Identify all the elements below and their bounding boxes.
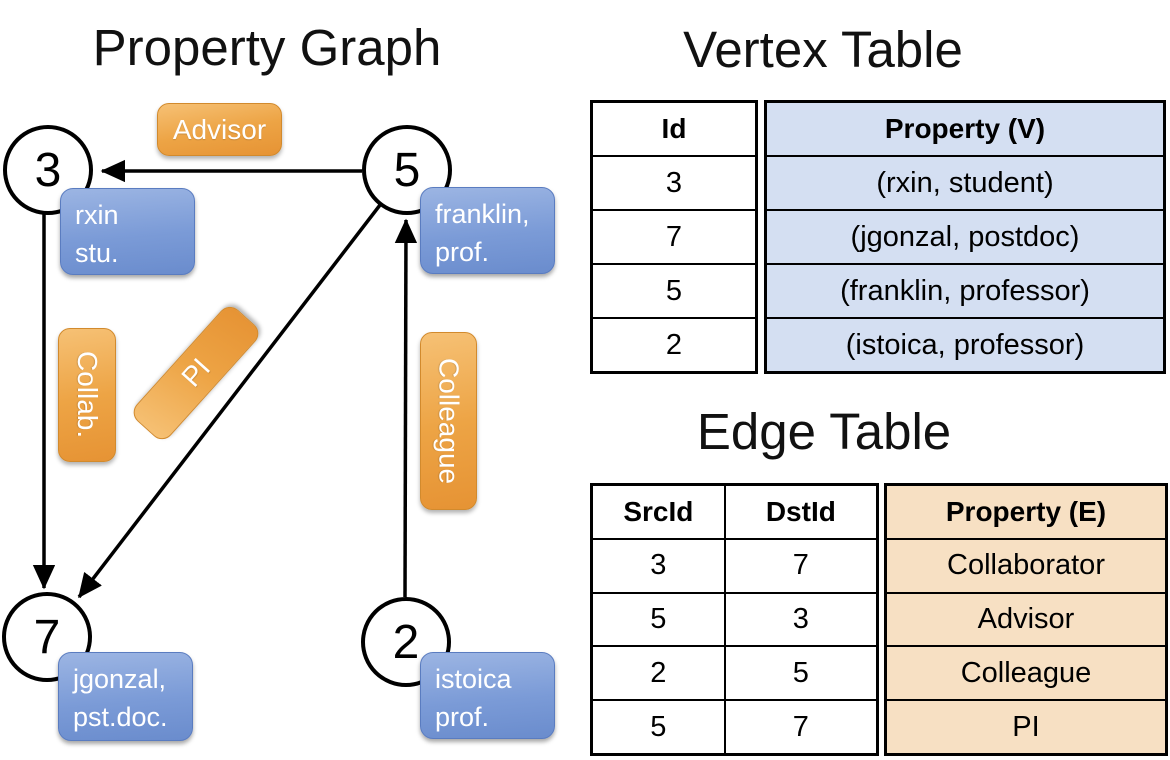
vertex-table-id-cell-0: 3 — [593, 157, 755, 209]
edge-table-dstid-cell-0: 7 — [725, 539, 876, 592]
edge-table-property-cell-0: Collaborator — [887, 539, 1165, 592]
edge-table-property-cell-1: Advisor — [887, 593, 1165, 646]
vertex-property-box-5: franklin, prof. — [420, 187, 555, 274]
vertex-property-box-2: istoica prof. — [420, 652, 555, 739]
edge-table-property-cell-3: PI — [887, 701, 1165, 753]
edge-table-srcid-cell-3: 5 — [593, 701, 724, 753]
vertex-property-box-3: rxin stu. — [60, 188, 195, 275]
edge-table-srcid-cell-0: 3 — [593, 539, 724, 592]
edge-table-dstid-cell-1: 3 — [725, 593, 876, 646]
vertex-property-box-3-line2: stu. — [75, 238, 119, 269]
vertex-property-box-5-line1: franklin, — [435, 199, 530, 229]
vertex-property-box-5-line2: prof. — [435, 237, 490, 268]
edge-label-colleague: Colleague — [420, 332, 477, 510]
edge-label-advisor-text: Advisor — [172, 113, 267, 145]
edge-label-collab: Collab. — [58, 328, 116, 462]
vertex-node-5-label: 5 — [393, 143, 421, 197]
edge-label-colleague-text: Colleague — [433, 357, 465, 485]
vertex-table-id-cell-3: 2 — [593, 319, 755, 371]
vertex-property-box-2-line2: prof. — [435, 702, 490, 733]
vertex-table-title: Vertex Table — [683, 21, 963, 78]
vertex-table-property-cell-0: (rxin, student) — [767, 157, 1163, 209]
vertex-table-property-cell-3: (istoica, professor) — [767, 319, 1163, 371]
edge-table-title: Edge Table — [696, 403, 952, 460]
edge-table-srcid-cell-2: 2 — [593, 647, 724, 700]
vertex-property-box-7-line2: pst.doc. — [73, 702, 168, 733]
vertex-node-2-label: 2 — [392, 615, 420, 669]
edge-label-pi-text: PI — [175, 352, 217, 393]
vertex-table-property-cell-2: (franklin, professor) — [767, 265, 1163, 317]
edge-table-dstid-cell-3: 7 — [725, 701, 876, 753]
edge-table-id-columns: SrcId DstId 3 7 5 3 2 5 5 7 — [590, 483, 879, 756]
vertex-table-id-cell-2: 5 — [593, 265, 755, 317]
vertex-property-box-7-line1: jgonzal, — [73, 664, 167, 694]
property-graph-title: Property Graph — [92, 19, 442, 76]
edge-table-dstid-header: DstId — [725, 486, 876, 538]
vertex-table-property-cell-1: (jgonzal, postdoc) — [767, 211, 1163, 263]
vertex-node-3-label: 3 — [34, 143, 62, 197]
vertex-node-5: 5 — [362, 125, 452, 215]
vertex-property-box-2-line1: istoica — [435, 664, 512, 694]
edge-table-property-header: Property (E) — [887, 486, 1165, 538]
vertex-property-box-3-line1: rxin — [75, 200, 119, 230]
vertex-table-id-column: Id 3 7 5 2 — [590, 100, 758, 374]
graph-edge-2-to-5 — [394, 218, 418, 598]
edge-label-pi: PI — [128, 301, 264, 445]
vertex-table-property-column: Property (V) (rxin, student) (jgonzal, p… — [764, 100, 1166, 374]
edge-table-property-column: Property (E) Collaborator Advisor Collea… — [884, 483, 1168, 756]
vertex-node-7-label: 7 — [33, 610, 61, 664]
edge-table-dstid-cell-2: 5 — [725, 647, 876, 700]
edge-table-srcid-cell-1: 5 — [593, 593, 724, 646]
vertex-table-id-header: Id — [593, 103, 755, 155]
vertex-table-property-header: Property (V) — [767, 103, 1163, 155]
edge-table-property-cell-2: Colleague — [887, 647, 1165, 700]
vertex-node-3: 3 — [3, 125, 93, 215]
edge-table-srcid-header: SrcId — [593, 486, 724, 538]
edge-label-advisor: Advisor — [157, 103, 282, 156]
vertex-table-id-cell-1: 7 — [593, 211, 755, 263]
vertex-property-box-7: jgonzal, pst.doc. — [58, 652, 193, 741]
edge-label-collab-text: Collab. — [72, 351, 103, 439]
